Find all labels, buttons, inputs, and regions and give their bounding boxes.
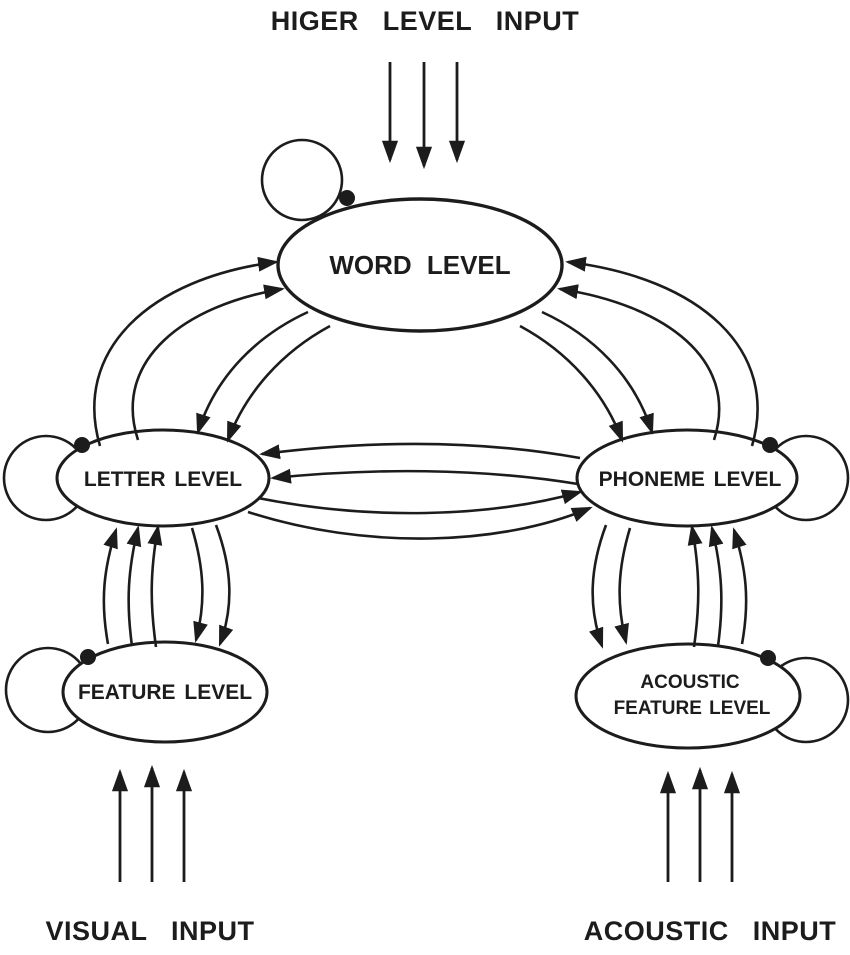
letter-to-word-arrow-2: [131, 284, 285, 441]
word-loop-dot: [339, 190, 355, 206]
letter-level-label: LETTER LEVEL: [84, 468, 242, 491]
feature-level-label: FEATURE LEVEL: [78, 681, 252, 704]
acoustic-to-phoneme-arrow-2: [708, 525, 724, 647]
phoneme-to-word-arrow-2: [557, 284, 721, 441]
letter-to-word-arrow-1: [93, 256, 279, 447]
feature-to-letter-arrow-3: [147, 524, 163, 648]
letter-feature-connections: [102, 524, 234, 648]
feature-loop-dot: [80, 649, 96, 665]
phoneme-acoustic-connections: [589, 524, 748, 649]
word-letter-connections: [93, 256, 331, 447]
letter-loop-dot: [74, 437, 90, 453]
acoustic-input-arrows: [659, 766, 741, 882]
letter-phoneme-connections: [247, 442, 593, 540]
acoustic-feature-level-label-line1: ACOUSTIC: [640, 672, 740, 693]
feature-to-letter-arrow-2: [126, 525, 142, 647]
phoneme-to-letter-arrow-2: [270, 468, 579, 486]
acoustic-input-label: ACOUSTIC INPUT: [584, 916, 837, 946]
phoneme-to-acoustic-arrow-1: [614, 527, 632, 645]
letter-to-feature-arrow-1: [190, 527, 208, 643]
letter-to-phoneme-arrow-1: [257, 489, 583, 515]
word-phoneme-connections: [519, 256, 759, 447]
feature-level-node: [61, 640, 269, 744]
feature-to-letter-arrow-1: [102, 527, 118, 645]
word-level-label: WORD LEVEL: [329, 250, 510, 280]
word-to-letter-arrow-2: [226, 324, 331, 443]
word-to-letter-arrow-1: [196, 310, 309, 435]
phoneme-level-node: [575, 428, 799, 528]
letter-to-feature-arrow-2: [214, 524, 234, 647]
phoneme-level-label: PHONEME LEVEL: [599, 468, 782, 491]
acoustic-to-phoneme-arrow-1: [732, 527, 748, 645]
phoneme-loop-dot: [762, 437, 778, 453]
word-to-phoneme-arrow-1: [541, 310, 654, 435]
acoustic-feature-level-label-line2: FEATURE LEVEL: [614, 698, 771, 719]
word-self-loop: [260, 138, 344, 222]
word-to-phoneme-arrow-2: [519, 324, 624, 443]
higher-level-input-label: HIGER LEVEL INPUT: [271, 6, 580, 36]
letter-level-node: [55, 428, 271, 528]
acoustic-feature-loop-dot: [760, 650, 776, 666]
phoneme-to-acoustic-arrow-2: [589, 524, 608, 649]
phoneme-to-letter-arrow-1: [259, 442, 581, 460]
phoneme-to-word-arrow-1: [565, 256, 759, 447]
acoustic-feature-level-node: [574, 642, 802, 750]
higher-level-input-arrows: [381, 62, 466, 170]
acoustic-to-phoneme-arrow-3: [687, 524, 703, 648]
letter-to-phoneme-arrow-2: [247, 506, 593, 540]
visual-input-label: VISUAL INPUT: [45, 916, 254, 946]
visual-input-arrows: [111, 764, 193, 882]
